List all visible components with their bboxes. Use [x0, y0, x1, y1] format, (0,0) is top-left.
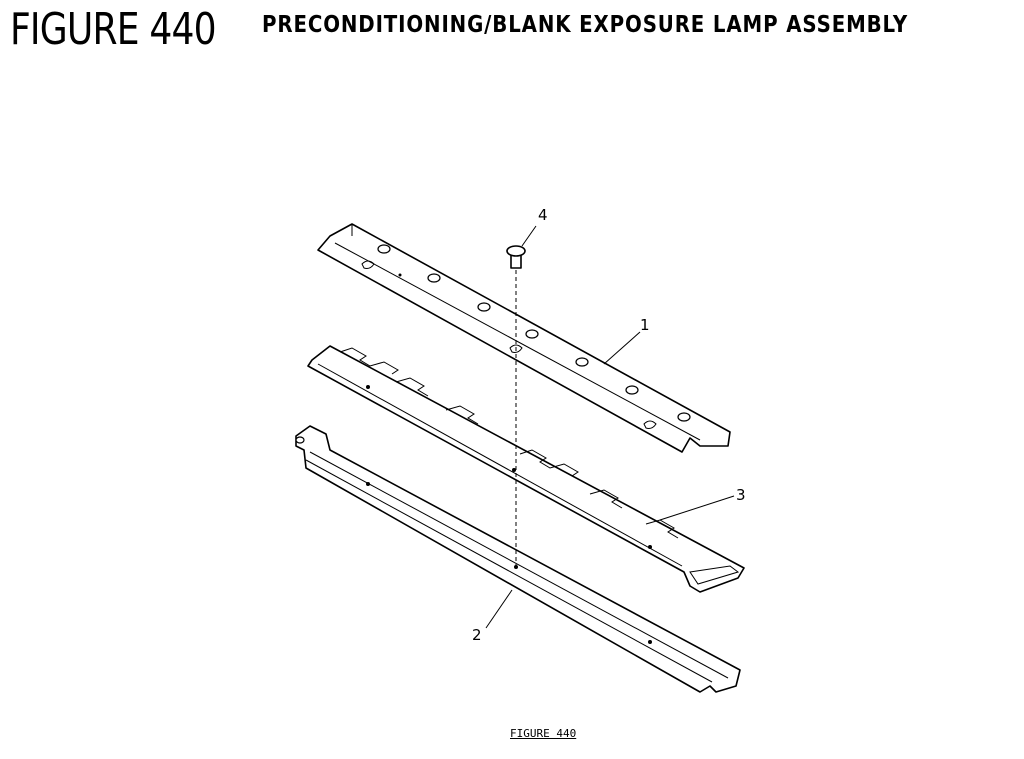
callout-4: 4 [538, 206, 548, 224]
part-4-screw [506, 245, 526, 269]
leader-line-1 [603, 331, 641, 365]
part-1-cover-plate [317, 223, 731, 453]
figure-number: FIGURE 440 [10, 4, 217, 55]
part-2-mounting-channel [295, 425, 741, 693]
leader-line-3 [659, 495, 735, 521]
callout-2: 2 [472, 626, 482, 644]
callout-1: 1 [640, 316, 650, 334]
leader-line-2 [485, 589, 513, 629]
part-3-lamp-board [307, 345, 745, 593]
figure-caption: FIGURE 440 [510, 727, 577, 740]
figure-title: PRECONDITIONING/BLANK EXPOSURE LAMP ASSE… [262, 12, 909, 38]
leader-line-4 [521, 225, 537, 247]
callout-3: 3 [736, 486, 746, 504]
